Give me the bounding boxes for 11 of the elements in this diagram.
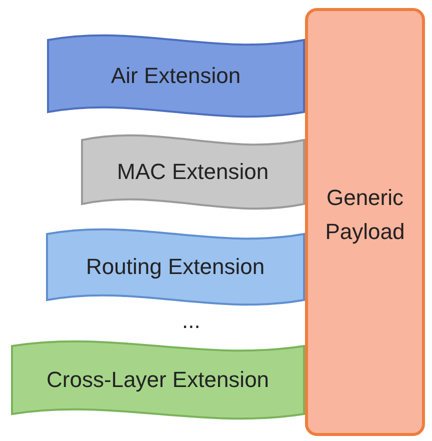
wave-banner bbox=[82, 132, 304, 212]
ellipsis-text: ... bbox=[182, 308, 200, 334]
banner-label: Air Extension bbox=[111, 63, 241, 89]
payload-label: Generic Payload bbox=[324, 184, 406, 246]
banner-label: Routing Extension bbox=[86, 254, 265, 280]
wave-banner bbox=[47, 226, 304, 308]
wave-banner bbox=[48, 32, 304, 120]
payload-box bbox=[305, 8, 425, 436]
banner-label: MAC Extension bbox=[117, 159, 269, 185]
wave-banner bbox=[12, 338, 304, 422]
banner-label: Cross-Layer Extension bbox=[46, 367, 270, 393]
